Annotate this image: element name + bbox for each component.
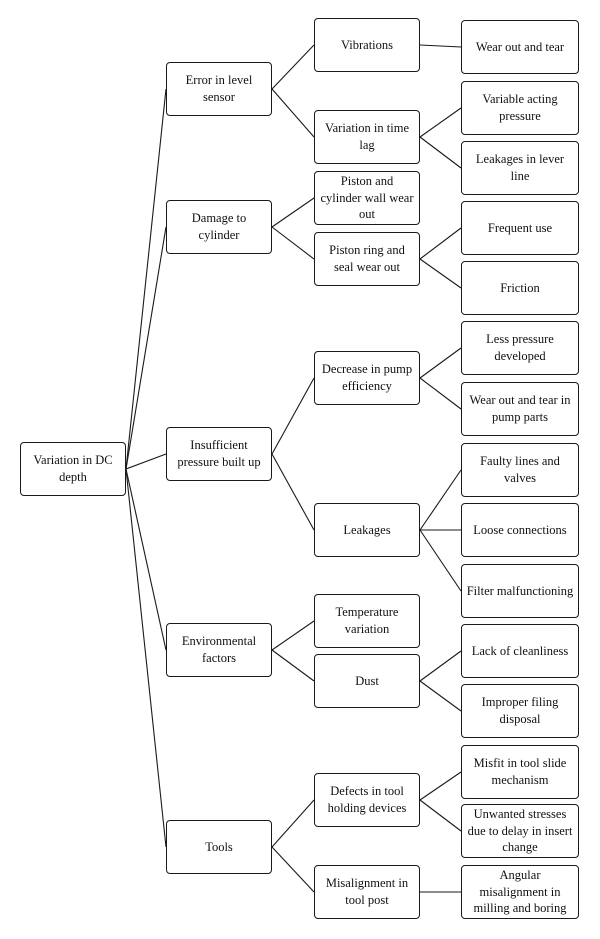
root-cause-node: Less pressure developed: [461, 321, 579, 375]
connector-line: [125, 88, 167, 470]
root-cause-node: Wear out and tear in pump parts: [461, 382, 579, 436]
sub-cause-node: Dust: [314, 654, 420, 708]
connector-line: [419, 44, 462, 48]
root-cause-node: Leakages in lever line: [461, 141, 579, 195]
sub-cause-node: Temperature variation: [314, 594, 420, 648]
connector-line: [125, 453, 167, 470]
sub-cause-node: Piston ring and seal wear out: [314, 232, 420, 286]
cause-node-cylinder: Damage to cylinder: [166, 200, 272, 254]
sub-cause-node: Variation in time lag: [314, 110, 420, 164]
connector-line: [271, 226, 315, 260]
connector-line: [271, 377, 315, 455]
root-cause-node: Misfit in tool slide mechanism: [461, 745, 579, 799]
sub-cause-node: Piston and cylinder wall wear out: [314, 171, 420, 225]
root-cause-node: Angular misalignment in milling and bori…: [461, 865, 579, 919]
connector-line: [419, 377, 462, 410]
sub-cause-node: Misalignment in tool post: [314, 865, 420, 919]
connector-line: [419, 136, 462, 169]
connector-line: [125, 226, 167, 470]
connector-line: [419, 227, 462, 260]
sub-cause-node: Vibrations: [314, 18, 420, 72]
sub-cause-node: Decrease in pump efficiency: [314, 351, 420, 405]
connector-line: [419, 771, 462, 801]
root-node: Variation in DC depth: [20, 442, 126, 496]
connector-line: [419, 529, 462, 592]
root-cause-node: Variable acting pressure: [461, 81, 579, 135]
connector-line: [271, 44, 315, 90]
cause-node-tools: Tools: [166, 820, 272, 874]
root-cause-node: Frequent use: [461, 201, 579, 255]
connector-line: [271, 846, 315, 893]
connector-line: [271, 88, 315, 138]
connector-line: [125, 468, 167, 848]
connector-line: [419, 680, 462, 712]
connector-line: [271, 649, 315, 682]
sub-cause-node: Leakages: [314, 503, 420, 557]
root-cause-node: Improper filing disposal: [461, 684, 579, 738]
root-cause-node: Wear out and tear: [461, 20, 579, 74]
root-cause-node: Lack of cleanliness: [461, 624, 579, 678]
connector-line: [271, 799, 315, 848]
root-cause-node: Loose connections: [461, 503, 579, 557]
root-cause-node: Friction: [461, 261, 579, 315]
connector-line: [419, 107, 462, 138]
root-cause-node: Unwanted stresses due to delay in insert…: [461, 804, 579, 858]
connector-line: [271, 197, 315, 228]
connector-line: [419, 650, 462, 682]
root-cause-node: Filter malfunctioning: [461, 564, 579, 618]
cause-node-pressure: Insufficient pressure built up: [166, 427, 272, 481]
cause-node-level-sensor: Error in level sensor: [166, 62, 272, 116]
connector-line: [419, 469, 462, 531]
connector-line: [125, 468, 167, 651]
cause-node-environment: Environmental factors: [166, 623, 272, 677]
connector-line: [271, 620, 315, 651]
connector-line: [271, 453, 315, 531]
connector-line: [419, 347, 462, 379]
connector-line: [419, 799, 462, 832]
connector-line: [419, 258, 462, 289]
sub-cause-node: Defects in tool holding devices: [314, 773, 420, 827]
root-cause-node: Faulty lines and valves: [461, 443, 579, 497]
